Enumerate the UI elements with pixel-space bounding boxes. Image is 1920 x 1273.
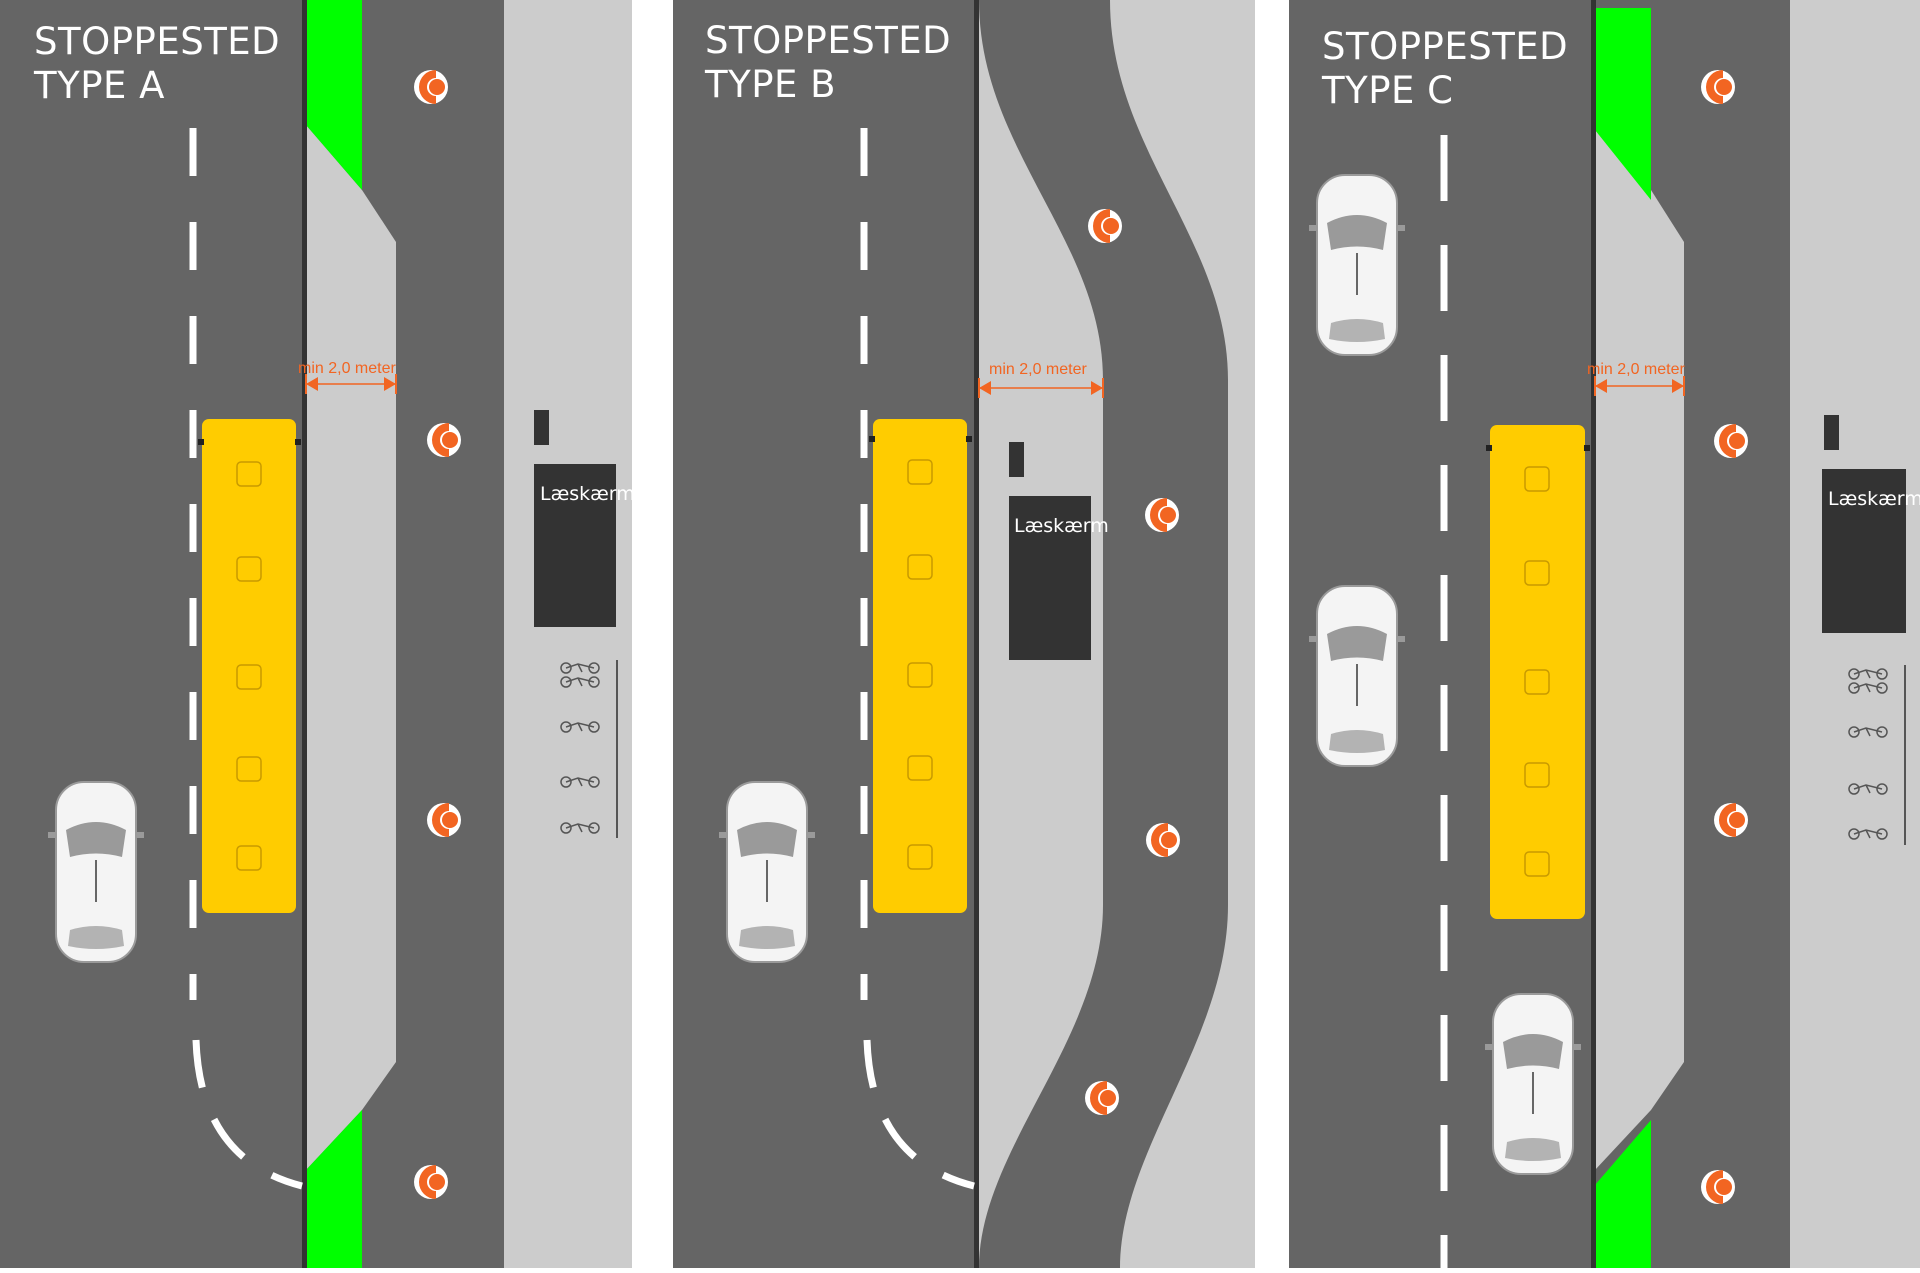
curved-bike-lane xyxy=(979,0,1228,1268)
bay-taper-marking xyxy=(863,1039,975,1190)
cyclist-marker-icon xyxy=(1714,424,1748,458)
green-bike-marking-bottom xyxy=(306,1110,362,1268)
bus-windows xyxy=(907,459,933,870)
car-icon xyxy=(1308,585,1406,767)
cyclist-marker-icon xyxy=(414,70,448,104)
bus-icon xyxy=(1490,425,1585,919)
curb-line xyxy=(1591,0,1596,1268)
bus-platform xyxy=(306,125,396,1170)
bike-rack-icon xyxy=(560,660,618,838)
dimension-line xyxy=(305,374,397,394)
shelter-label: Læskærm xyxy=(1014,515,1109,537)
panel-gap xyxy=(1255,0,1289,1268)
title-line-2: TYPE B xyxy=(705,63,837,106)
bus-windows xyxy=(1524,466,1550,877)
dimension-line xyxy=(1594,376,1685,396)
cyclist-marker-icon xyxy=(1146,823,1180,857)
cyclist-marker-icon xyxy=(1145,498,1179,532)
page-title: STOPPESTED TYPE C xyxy=(1322,25,1568,113)
bus-platform xyxy=(1595,125,1684,1170)
sign-post xyxy=(1824,415,1839,450)
bus-icon xyxy=(202,419,296,913)
dimension-label: min 2,0 meter xyxy=(298,360,396,377)
page-title: STOPPESTED TYPE A xyxy=(34,20,280,108)
green-bike-marking-top xyxy=(306,0,362,190)
sign-post xyxy=(534,410,549,445)
sidewalk xyxy=(1790,0,1920,1268)
title-line-2: TYPE C xyxy=(1322,69,1454,112)
cyclist-marker-icon xyxy=(1701,1170,1735,1204)
green-bike-marking-bottom xyxy=(1595,1120,1651,1268)
shelter-label: Læskærm xyxy=(540,483,635,505)
car-icon xyxy=(718,781,816,963)
title-line-2: TYPE A xyxy=(34,64,165,107)
cyclist-marker-icon xyxy=(1701,70,1735,104)
panel-gap xyxy=(632,0,673,1268)
cyclist-marker-icon xyxy=(1085,1081,1119,1115)
shelter-icon xyxy=(534,464,616,627)
cyclist-marker-icon xyxy=(1714,803,1748,837)
bike-rack-icon xyxy=(1848,665,1906,845)
cyclist-marker-icon xyxy=(1088,209,1122,243)
car-icon xyxy=(1308,174,1406,356)
green-bike-marking-top xyxy=(1595,8,1651,200)
panel-type-b xyxy=(673,0,1255,1268)
shelter-icon xyxy=(1822,469,1906,633)
bus-windows xyxy=(236,461,262,871)
title-line-1: STOPPESTED xyxy=(34,20,281,63)
panel-type-c xyxy=(1289,0,1920,1268)
dimension-line xyxy=(978,378,1104,398)
car-icon xyxy=(47,781,145,963)
cyclist-marker-icon xyxy=(414,1165,448,1199)
panel-type-a xyxy=(0,0,632,1268)
curb-line xyxy=(974,0,979,1268)
bus-icon xyxy=(873,419,967,913)
bay-taper-marking xyxy=(192,1039,303,1190)
dimension-label: min 2,0 meter xyxy=(1587,361,1685,378)
page-title: STOPPESTED TYPE B xyxy=(705,19,951,107)
title-line-1: STOPPESTED xyxy=(705,19,952,62)
shelter-label: Læskærm xyxy=(1828,488,1920,510)
dimension-label: min 2,0 meter xyxy=(989,361,1087,378)
sign-post xyxy=(1009,442,1024,477)
sidewalk xyxy=(504,0,632,1268)
cyclist-marker-icon xyxy=(427,803,461,837)
curb-line xyxy=(302,0,307,1268)
car-icon xyxy=(1484,993,1582,1175)
title-line-1: STOPPESTED xyxy=(1322,25,1569,68)
shelter-icon xyxy=(1009,496,1091,660)
cyclist-marker-icon xyxy=(427,423,461,457)
